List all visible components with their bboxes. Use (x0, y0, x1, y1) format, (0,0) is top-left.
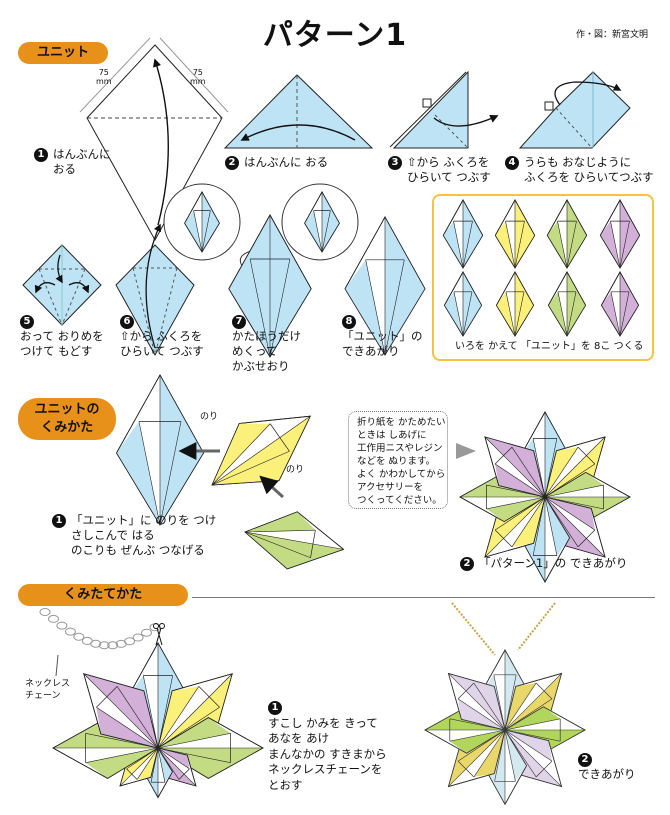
chain-link (90, 639, 102, 648)
step-3-label: 3⇧から ふくろをひらいて つぶす (388, 155, 491, 185)
step1-diagram (79, 37, 229, 242)
panel-caption: いろを かえて 「ユニット」を 8こ つくる (455, 341, 644, 352)
section-assembly-label: ユニットの くみかた (18, 398, 116, 440)
chain-link (48, 614, 59, 623)
chain-leader-line (55, 654, 59, 677)
color-units-panel (432, 194, 654, 361)
step2-diagram (223, 74, 374, 149)
chain-link (107, 641, 119, 650)
step-6-label: 6⇧から ふくろをひらいて つぶす (120, 315, 204, 358)
chain-link (56, 621, 68, 630)
varnish-note: 折り紙を かためたいときは しあげに工作用ニスやレジンなどを ぬります。よく か… (348, 411, 448, 509)
star-unit (447, 672, 506, 731)
assembly-unit-green (244, 511, 345, 570)
panel-unit (442, 199, 484, 269)
section-assembly-line: くみかた (40, 420, 94, 435)
step7-unit (228, 214, 312, 358)
panel-unit (600, 271, 640, 337)
glue-label: のり (200, 412, 219, 422)
step7-detail-unit (304, 191, 340, 253)
necklace-star-diagram (52, 642, 264, 799)
pointer-triangle (456, 443, 476, 459)
chain-label: ネックレスチェーン (25, 679, 71, 701)
page-title: パターン1 (262, 18, 408, 53)
completed-star (459, 411, 631, 583)
fold-arrow (152, 58, 169, 226)
assembly-step-2-label: 2「パターン1」の できあがり (460, 556, 627, 571)
step6-detail-unit (184, 191, 220, 253)
chain-link (73, 632, 85, 641)
step5-diagram (22, 244, 102, 326)
hollow-arrow-icon (544, 101, 554, 111)
chain-link (39, 608, 51, 616)
step8-unit (344, 216, 426, 356)
panel-unit (495, 271, 535, 337)
credit: 作・図：新宮文明 (575, 30, 648, 40)
hollow-arrow-icon: ⇧ (407, 155, 417, 169)
panel-unit (443, 271, 483, 337)
chain-link (132, 633, 144, 642)
chain-link (98, 641, 110, 650)
scissors-icon (153, 623, 165, 646)
star-unit (484, 436, 546, 498)
glue-label: のり (286, 465, 305, 475)
section-unit-label: ユニット (18, 42, 108, 64)
star-unit (83, 673, 159, 749)
section-assembly-line: ユニットの (34, 402, 100, 417)
panel-unit (599, 199, 641, 269)
step4-diagram (518, 71, 631, 149)
necklace-chain (39, 608, 161, 650)
chain-link (124, 637, 136, 646)
section-finishing-label: くみたてかた (18, 584, 188, 606)
chain-link (141, 628, 152, 637)
chain-link (64, 627, 76, 636)
panel-unit (546, 199, 588, 269)
step-8-label: 8「ユニット」のできあがり (342, 315, 423, 358)
photo-star (424, 649, 586, 806)
hollow-arrow-icon (422, 98, 432, 108)
panel-unit (494, 199, 536, 269)
photo-chain (451, 602, 556, 656)
hollow-arrow-icon: ⇧ (120, 329, 130, 343)
panel-unit (547, 271, 587, 337)
assembly-step-1-label: 1「ユニット」に のりを つけさしこんで はるのこりも ぜんぶ つなげる (52, 513, 216, 558)
step3-diagram (389, 70, 499, 149)
assembly-unit-blue (116, 374, 204, 526)
assembly-unit-yellow (211, 415, 311, 486)
section-divider (192, 597, 655, 598)
